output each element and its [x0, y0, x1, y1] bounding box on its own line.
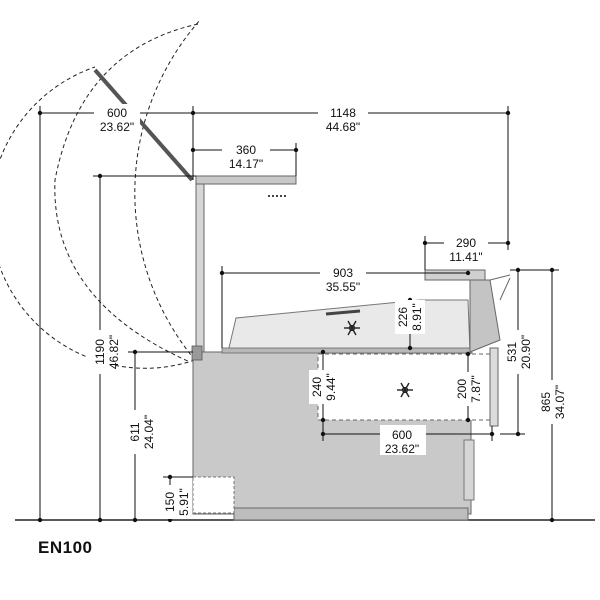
- dim-shelf-mm: 360: [236, 143, 256, 157]
- dim-right-upper-in: 20.90": [519, 335, 533, 369]
- dim-overall-width-mm: 1148: [330, 106, 356, 120]
- dim-right-total-mm: 865: [539, 392, 553, 412]
- dim-drawer-width-mm: 600: [392, 428, 412, 442]
- dim-shelf-in: 14.17": [229, 157, 263, 171]
- right-cabinet-top: [469, 279, 501, 353]
- top-right-frame: [424, 269, 486, 281]
- base-plinth: [233, 507, 469, 521]
- dim-top-right-in: 11.41": [449, 250, 482, 264]
- dim-top-right-mm: 290: [456, 236, 476, 250]
- dim-drawer-left-in: 9.44": [324, 373, 338, 401]
- dim-total-height-in: 46.82": [107, 335, 121, 369]
- dim-display-depth-mm: 226: [396, 307, 410, 327]
- post-plate: [191, 345, 203, 361]
- right-bracket-2: [499, 277, 511, 301]
- top-shelf: [195, 175, 297, 185]
- right-bracket: [489, 274, 511, 281]
- model-label: EN100: [38, 538, 93, 557]
- dim-drawer-height-in: 7.87": [469, 375, 483, 403]
- opened-lid: [93, 68, 194, 182]
- dim-counter-height-in: 24.04": [142, 415, 156, 449]
- dim-overall-width-in: 44.68": [326, 120, 360, 134]
- dim-drawer-height-mm: 200: [455, 379, 469, 399]
- dim-top-left-mm: 600: [107, 106, 127, 120]
- display-inner-rail: [325, 309, 361, 316]
- dim-right-upper-mm: 531: [505, 342, 519, 362]
- dim-toe-height-in: 5.91": [177, 488, 191, 516]
- door-swing-arc: [0, 19, 201, 369]
- dim-toe-height-mm: 150: [163, 492, 177, 512]
- door-swing-arc-outer: [54, 23, 199, 363]
- dim-right-total-in: 34.07": [553, 385, 567, 419]
- dim-display-depth-in: 8.91": [410, 303, 424, 331]
- dim-display-width-in: 35.55": [326, 280, 360, 294]
- right-panel: [463, 439, 475, 501]
- dim-drawer-width-in: 23.62": [385, 442, 419, 456]
- drawer-front: [489, 347, 499, 427]
- display-deck: [221, 347, 473, 354]
- dim-drawer-left-mm: 240: [310, 377, 324, 397]
- dim-display-width-mm: 903: [333, 266, 353, 280]
- dim-top-left-in: 23.62": [100, 120, 134, 134]
- dim-counter-height-mm: 611: [128, 422, 142, 441]
- dim-total-height-mm: 1190: [93, 339, 107, 365]
- vertical-post: [195, 181, 205, 353]
- display-glass: [227, 299, 471, 353]
- toe-recess: [192, 476, 235, 514]
